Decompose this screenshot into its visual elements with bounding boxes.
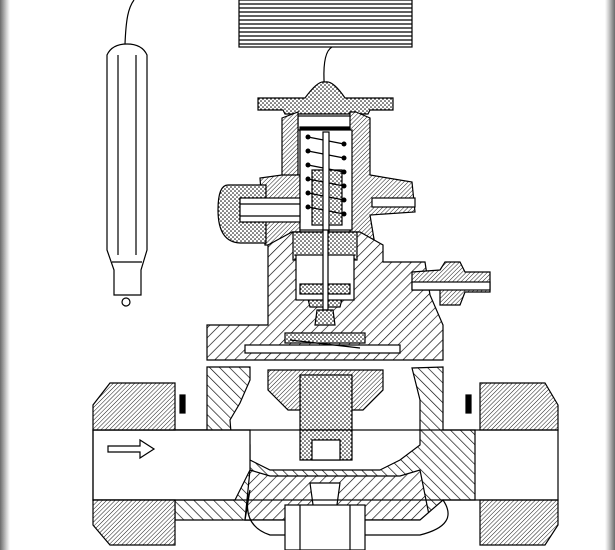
right-frame-edge bbox=[605, 0, 615, 550]
flow-arrow-icon bbox=[107, 438, 156, 460]
left-frame-edge bbox=[0, 0, 10, 550]
sensing-bulb-icon bbox=[106, 0, 148, 307]
upper-body bbox=[217, 111, 416, 293]
diaphragm-head bbox=[257, 81, 394, 132]
capillary-coil-icon bbox=[238, 0, 413, 93]
valve-body bbox=[92, 366, 559, 550]
middle-body bbox=[206, 229, 491, 361]
